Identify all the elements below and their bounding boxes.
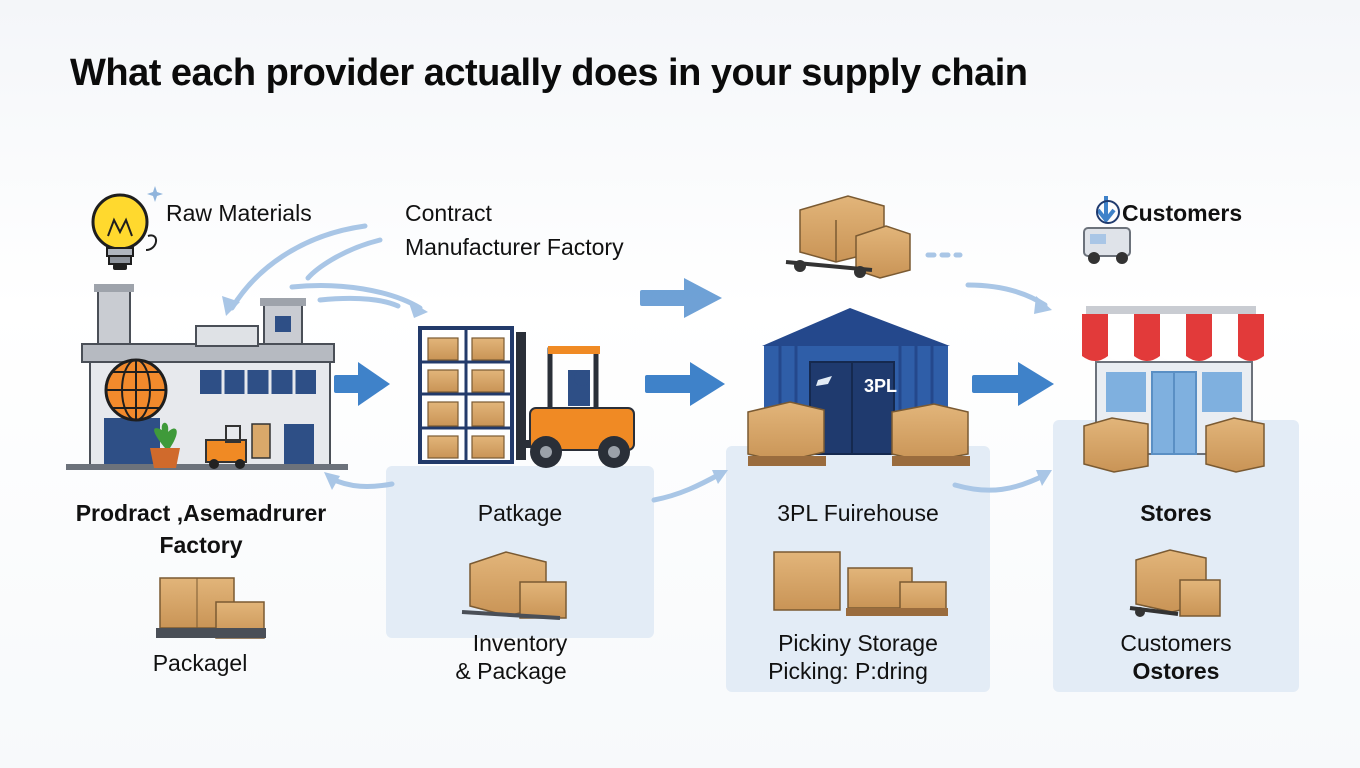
label-factory-line1: Prodract ,Asemadrurer bbox=[75, 500, 327, 526]
forklift-icon bbox=[418, 326, 635, 468]
label-ostores: Ostores bbox=[1132, 658, 1220, 684]
factory-icon bbox=[66, 284, 348, 470]
label-raw-materials: Raw Materials bbox=[166, 200, 312, 226]
cart-boxes-icon bbox=[785, 195, 911, 279]
page-title: What each provider actually does in your… bbox=[70, 52, 1028, 94]
label-inventory-line2: & Package bbox=[455, 658, 567, 684]
label-customers-bottom: Customers bbox=[1120, 630, 1232, 656]
boxes-inventory-icon bbox=[461, 551, 567, 620]
label-picking-line2: Picking: P:dring bbox=[768, 658, 928, 684]
label-picking-line1: Pickiny Storage bbox=[778, 630, 938, 656]
label-factory-line2: Factory bbox=[159, 532, 243, 558]
boxes-stores-icon bbox=[1129, 549, 1221, 617]
warehouse-sign: 3PL bbox=[864, 376, 897, 396]
label-inventory-line1: Inventory bbox=[472, 630, 568, 656]
label-stores: Stores bbox=[1140, 500, 1212, 526]
flow-arrows bbox=[334, 278, 1054, 406]
store-icon bbox=[1082, 306, 1265, 473]
boxes-picking-icon bbox=[773, 551, 948, 616]
label-patkage: Patkage bbox=[477, 500, 563, 526]
label-contract-line1: Contract bbox=[405, 200, 492, 226]
arrowheads-light bbox=[222, 296, 1052, 490]
boxes-packagel-icon bbox=[156, 577, 266, 639]
label-packagel: Packagel bbox=[152, 650, 248, 676]
truck-icon bbox=[1083, 196, 1131, 264]
label-customers-top: Customers bbox=[1122, 200, 1243, 226]
lightbulb-icon bbox=[91, 186, 163, 270]
label-contract-line2: Manufacturer Factory bbox=[405, 234, 624, 260]
label-warehouse-title: 3PL Fuirehouse bbox=[777, 500, 939, 526]
warehouse-icon bbox=[747, 308, 970, 466]
